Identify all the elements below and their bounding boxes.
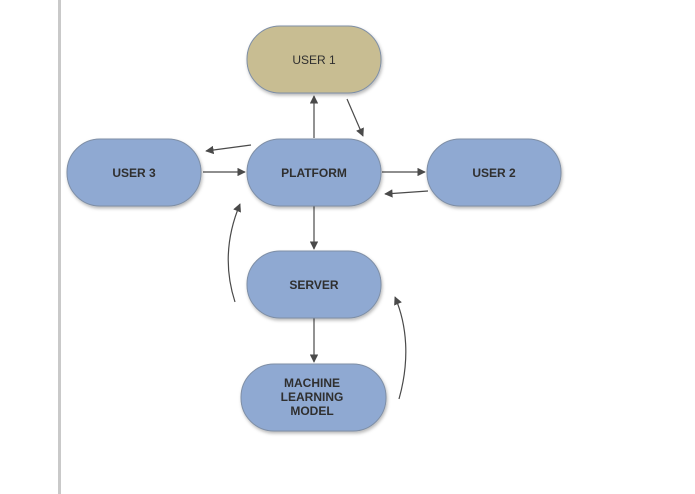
node-user3-label: USER 3 (112, 166, 156, 180)
node-ml-model-label-line2: LEARNING (281, 390, 344, 404)
node-ml-model: MACHINE LEARNING MODEL (240, 363, 387, 432)
node-user2-label: USER 2 (472, 166, 516, 180)
edge-user2-to-platform (384, 189, 429, 198)
edge-platform-to-user3 (205, 144, 252, 155)
node-server: SERVER (246, 250, 382, 319)
node-user1: USER 1 (246, 25, 382, 94)
edge-server-to-platform (227, 203, 241, 303)
node-user2-shape (426, 138, 562, 207)
edges (203, 95, 429, 400)
node-server-label: SERVER (289, 278, 338, 292)
node-ml-model-label-line3: MODEL (290, 404, 333, 418)
edge-ml-model-to-server (394, 296, 407, 400)
node-platform-shape (246, 138, 382, 207)
node-ml-model-shape (240, 363, 387, 432)
node-user1-label: USER 1 (292, 53, 336, 67)
node-user3: USER 3 (66, 138, 202, 207)
left-border-rule (58, 0, 61, 494)
node-user2: USER 2 (426, 138, 562, 207)
node-user1-shape (246, 25, 382, 94)
node-platform-label: PLATFORM (281, 166, 347, 180)
node-server-shape (246, 250, 382, 319)
node-ml-model-label-line1: MACHINE (284, 376, 340, 390)
node-platform: PLATFORM (246, 138, 382, 207)
edge-user1-to-platform (346, 98, 364, 137)
node-user3-shape (66, 138, 202, 207)
